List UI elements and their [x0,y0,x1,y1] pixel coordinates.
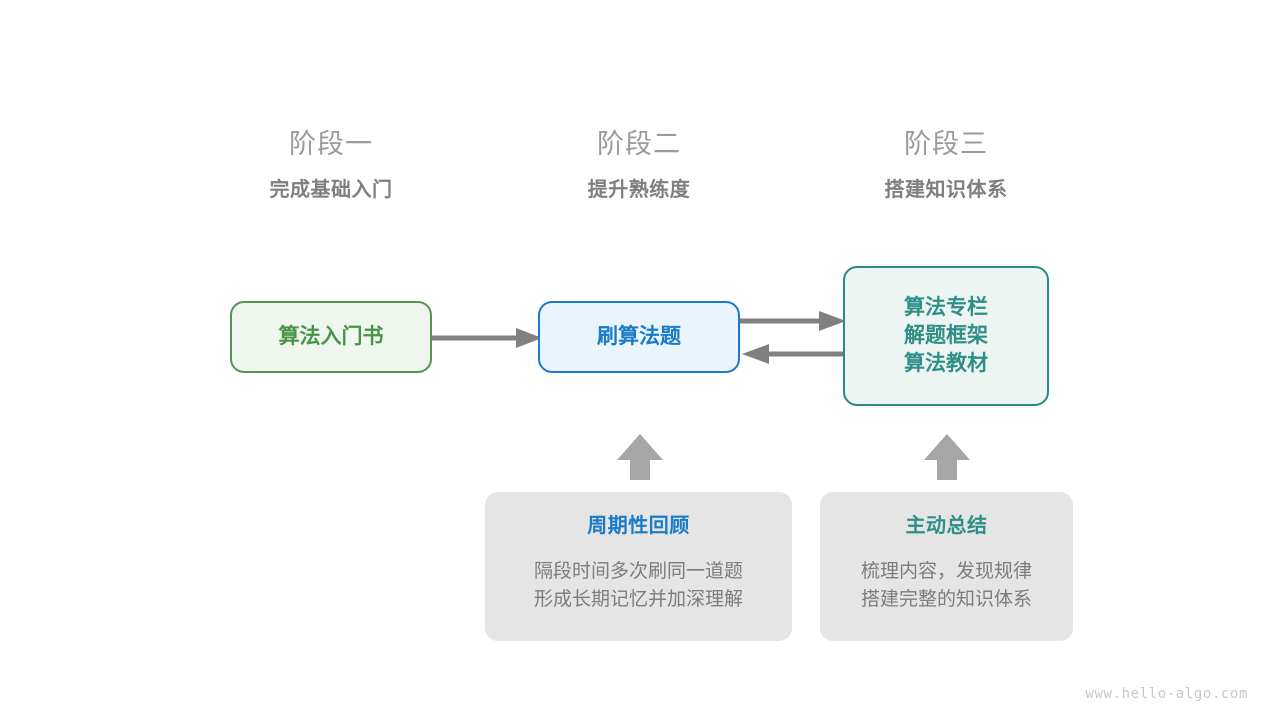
stage-header-2: 阶段二 提升熟练度 [509,129,769,201]
node-practice-problems-label: 刷算法题 [597,325,681,349]
node-resources-line-3: 算法教材 [904,351,988,375]
connector-resources-to-practice [742,344,848,364]
card-periodic-review-body: 隔段时间多次刷同一道题 形成长期记忆并加深理解 [534,558,743,614]
card-periodic-review-title: 周期性回顾 [587,515,690,537]
stage-2-subtitle: 提升熟练度 [587,179,691,201]
stage-header-1: 阶段一 完成基础入门 [201,129,461,201]
block-arrow-up-icon [617,434,663,480]
card-active-summary[interactable]: 主动总结 梳理内容，发现规律 搭建完整的知识体系 [820,492,1073,641]
arrow-left-icon [742,344,769,364]
stage-3-subtitle: 搭建知识体系 [884,179,1008,201]
connector-review-to-practice [617,434,663,480]
arrow-right-icon [516,328,542,348]
connector-summary-to-resources [924,434,970,480]
card-active-summary-body: 梳理内容，发现规律 搭建完整的知识体系 [861,558,1032,614]
card-periodic-review-line-2: 形成长期记忆并加深理解 [533,589,743,611]
node-resources-line-2: 解题框架 [904,324,988,348]
node-intro-book[interactable]: 算法入门书 [230,301,432,373]
block-arrow-up-icon [924,434,970,480]
watermark: www.hello-algo.com [1085,686,1248,702]
card-periodic-review-line-1: 隔段时间多次刷同一道题 [533,561,743,582]
connector-practice-to-resources [740,311,846,331]
stage-1-title: 阶段一 [289,129,373,159]
node-resources[interactable]: 算法专栏 解题框架 算法教材 [843,266,1049,406]
arrow-right-icon [819,311,846,331]
stage-header-3: 阶段三 搭建知识体系 [816,129,1076,201]
connector-intro-to-practice [432,328,542,348]
node-practice-problems[interactable]: 刷算法题 [538,301,740,373]
node-intro-book-label: 算法入门书 [278,325,384,349]
card-periodic-review[interactable]: 周期性回顾 隔段时间多次刷同一道题 形成长期记忆并加深理解 [485,492,792,641]
node-resources-line-1: 算法专栏 [904,296,988,320]
card-active-summary-title: 主动总结 [905,515,988,537]
stage-3-title: 阶段三 [904,129,988,159]
stage-2-title: 阶段二 [597,129,681,159]
stage-1-subtitle: 完成基础入门 [269,179,393,201]
card-active-summary-line-2: 搭建完整的知识体系 [860,589,1032,611]
card-active-summary-line-1: 梳理内容，发现规律 [860,561,1032,582]
